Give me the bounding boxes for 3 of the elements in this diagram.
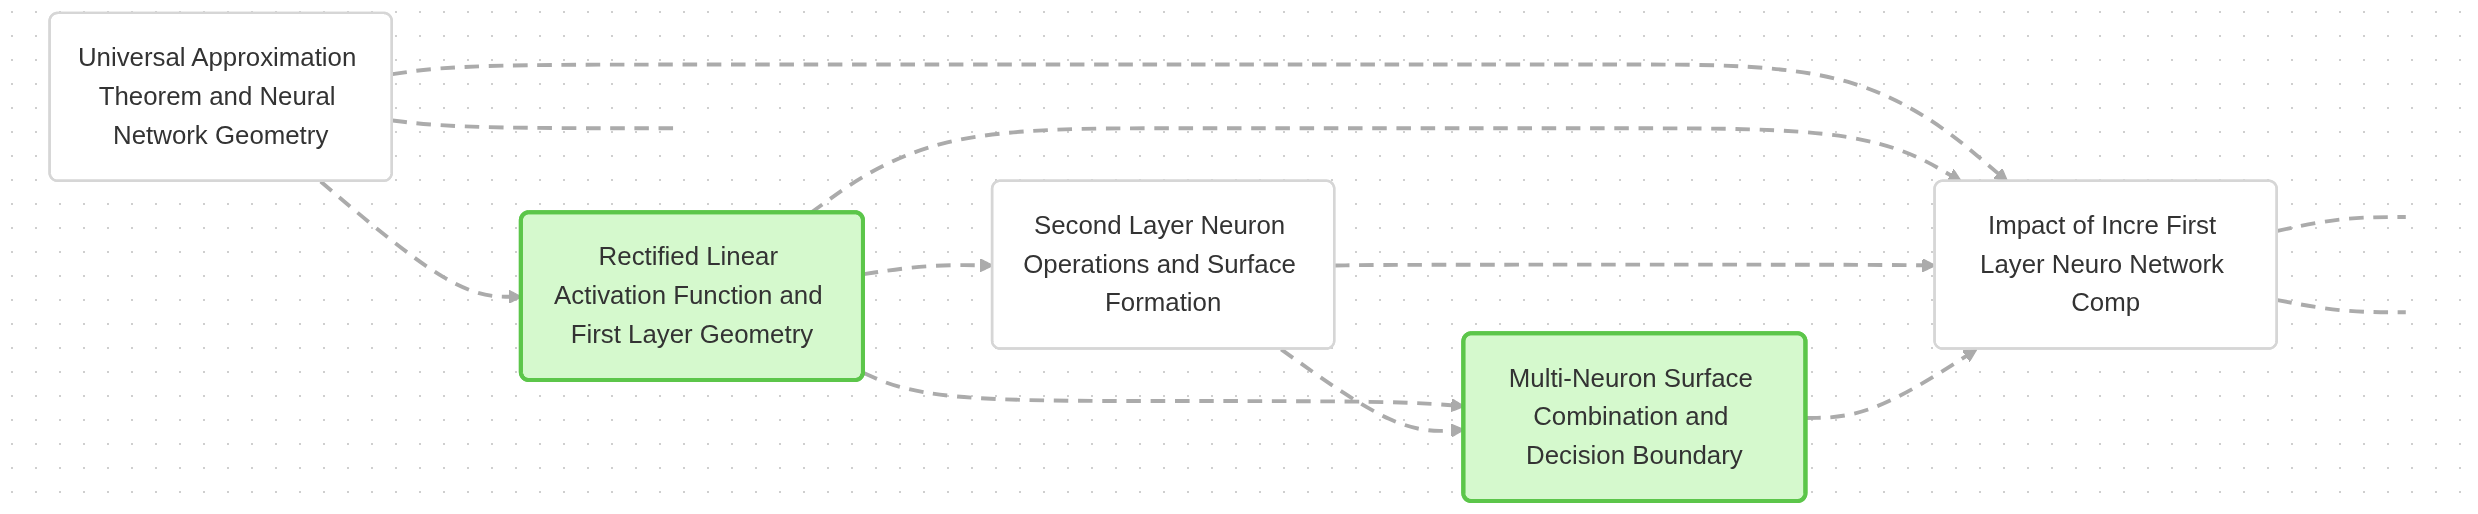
- connector: [2277, 215, 2406, 233]
- arrow: [1806, 348, 1978, 420]
- connector: [2277, 298, 2406, 315]
